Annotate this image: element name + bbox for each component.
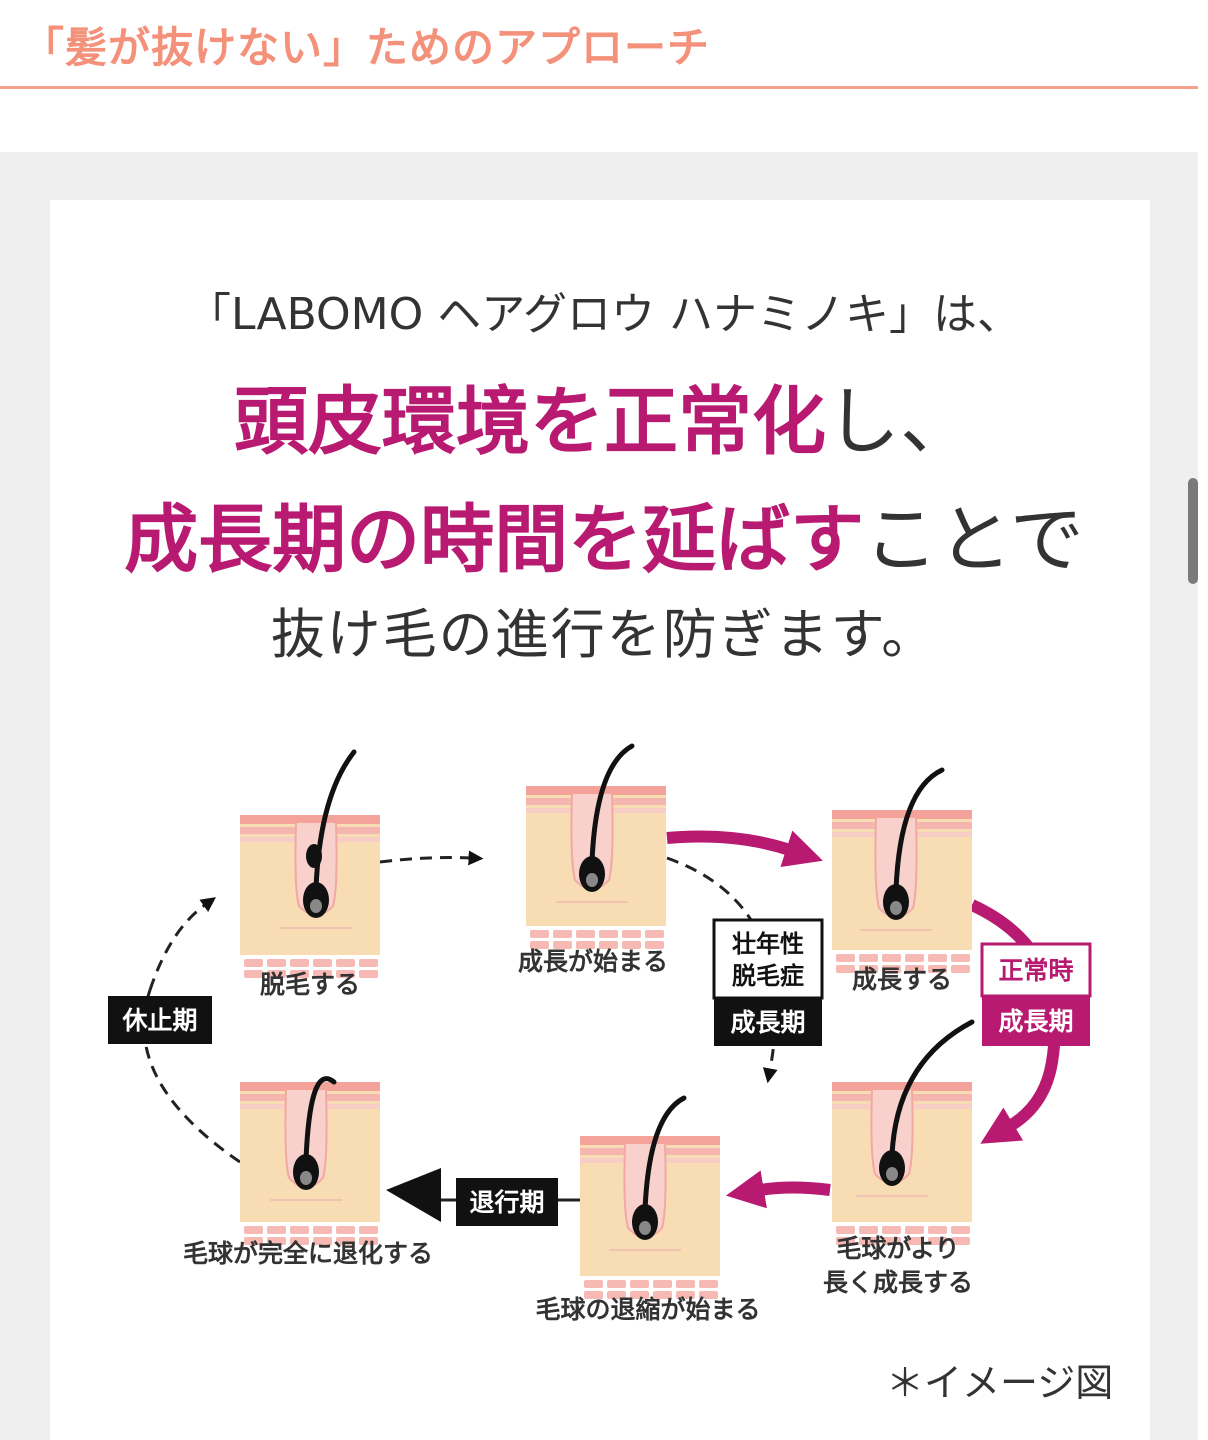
intro-line-3-rest: ことで (864, 497, 1084, 583)
stage-label-growth-start: 成長が始まる (518, 947, 668, 976)
pink-arrow-longer-to-regression (725, 1170, 831, 1209)
badge-regression-label: 退行期 (469, 1188, 544, 1217)
badge-aga-line1: 壮年性 (732, 930, 804, 958)
badge-normal-growth: 成長期 (998, 1007, 1073, 1036)
stage-label-fully-regressed: 毛球が完全に退化する (183, 1239, 433, 1268)
badge-aga-line2: 脱毛症 (732, 962, 804, 990)
section-title: 「髪が抜けない」ためのアプローチ (22, 23, 711, 72)
image-footnote: ＊イメージ図 (886, 1361, 1114, 1405)
follicle-longer-growth (832, 1019, 975, 1245)
title-divider (0, 86, 1198, 89)
stage-label-longer-growth-1: 毛球がより (836, 1234, 959, 1263)
follicle-hair-loss (240, 749, 380, 978)
pink-arrow-start-to-growth (666, 830, 823, 868)
intro-line-1: 「LABOMO ヘアグロウ ハナミノキ」は、 (186, 289, 1022, 340)
intro-line-3: 成長期の時間を延ばすことで (0, 480, 1208, 587)
badge-normal-bottom (982, 996, 1090, 1046)
follicle-growth-start (526, 743, 666, 949)
badge-rest-label: 休止期 (121, 1006, 197, 1035)
intro-line-2-rest: し、 (826, 379, 974, 465)
follicle-growth (832, 767, 972, 973)
regression-arrowhead (386, 1168, 441, 1222)
stage-label-longer-growth-2: 長く成長する (823, 1268, 973, 1297)
badge-normal-top (980, 942, 1092, 998)
intro-emphasis-1: 頭皮環境を正常化 (234, 379, 826, 465)
stage-label-growth: 成長する (852, 965, 952, 994)
badge-aga-growth: 成長期 (730, 1008, 805, 1037)
hair-cycle-diagram: 脱毛する 成長が始まる 成長する 毛球がより 長く成長する 毛球の退縮が始まる … (108, 743, 1092, 1324)
follicle-regression-start (580, 1095, 720, 1299)
badge-rest (108, 996, 212, 1044)
follicle-fully-regressed (240, 1076, 380, 1245)
dashed-arrow-rest-to-start (379, 850, 484, 866)
intro-emphasis-2: 成長期の時間を延ばす (124, 497, 865, 583)
intro-line-4: 抜け毛の進行を防ぎます。 (270, 603, 938, 666)
intro-line-2: 頭皮環境を正常化し、 (0, 362, 1208, 469)
dashed-arrow-rest-up (148, 897, 216, 991)
stage-label-regression-start: 毛球の退縮が始まる (535, 1295, 760, 1324)
badge-regression (456, 1178, 558, 1226)
badge-aga-bottom (714, 998, 822, 1046)
badge-aga-top (712, 918, 824, 1000)
scrollbar-thumb[interactable] (1188, 478, 1198, 584)
stage-label-hair-loss: 脱毛する (260, 970, 360, 999)
badge-normal-label: 正常時 (998, 956, 1073, 985)
